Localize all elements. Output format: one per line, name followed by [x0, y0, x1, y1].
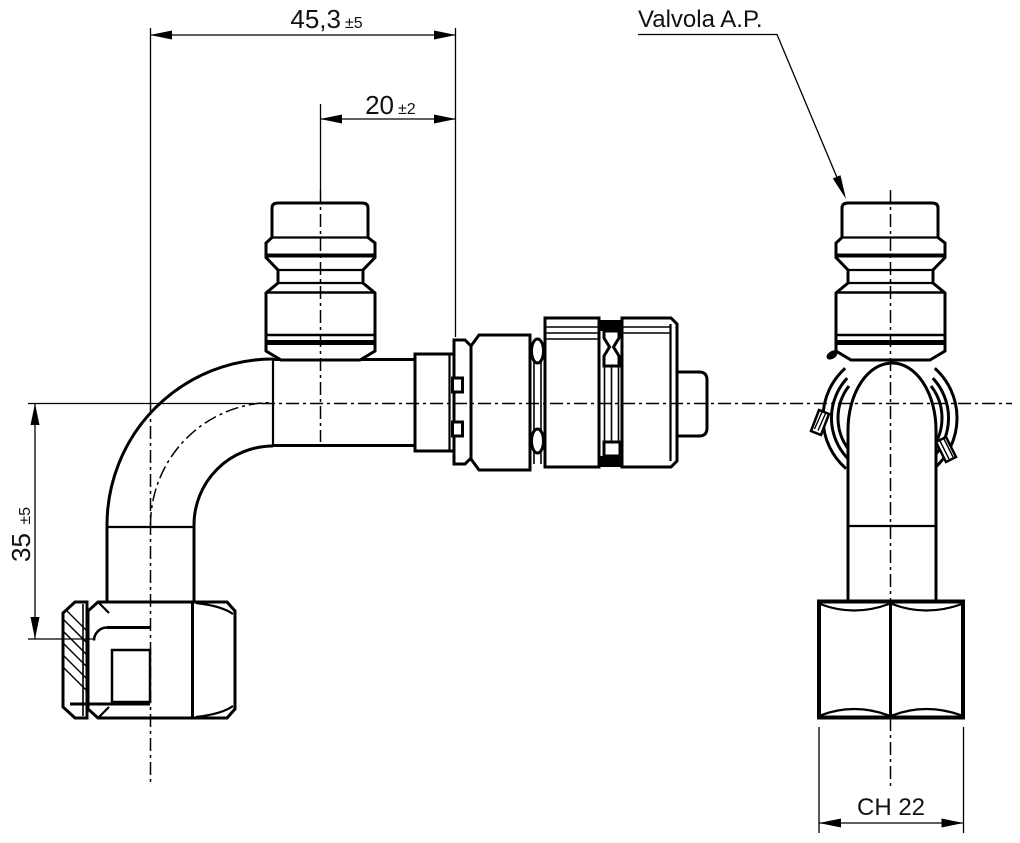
dim-arrow-left — [320, 114, 342, 124]
seal-pocket — [110, 648, 152, 704]
valve-core — [602, 329, 621, 368]
dim-arrow-left — [150, 30, 172, 40]
seal-washer — [61, 600, 89, 720]
dim-valve-offset-value: 20 — [365, 90, 394, 120]
collar — [452, 338, 473, 466]
valve-callout: Valvola A.P. — [638, 6, 846, 199]
ferrule-block — [543, 316, 601, 469]
bent-tube-silhouette — [846, 361, 938, 601]
dim-wrench-size: CH 22 — [857, 794, 925, 821]
end-nipple — [675, 370, 709, 438]
dim-arrow-left — [819, 818, 841, 828]
valve-callout-label: Valvola A.P. — [638, 6, 763, 33]
left-view — [61, 203, 709, 720]
o-ring — [530, 337, 545, 365]
dimension-valve-offset: 20 ±2 — [319, 90, 456, 190]
o-ring — [530, 427, 545, 455]
leader-arrowhead — [832, 175, 846, 199]
crimp-tab — [809, 408, 831, 437]
dim-overall-length-value: 45,3 — [290, 4, 341, 34]
dim-arrow-bottom — [30, 617, 40, 639]
dimension-overall-length: 45,3 ±5 — [149, 4, 457, 402]
dim-arrow-right — [434, 30, 456, 40]
dim-elbow-height-label: 35 ±5 — [6, 507, 36, 562]
centerlines — [149, 190, 1012, 788]
crimp-tab — [934, 435, 958, 464]
nut-body — [86, 600, 237, 720]
hex-nut-left — [61, 600, 237, 720]
dim-arrow-right — [941, 818, 964, 828]
tube-stub — [413, 352, 456, 453]
dim-arrow-right — [434, 114, 456, 124]
dim-arrow-top — [30, 403, 40, 425]
dimension-elbow-height: 35 ±5 — [6, 402, 262, 640]
ferrule-block — [620, 316, 679, 469]
dimension-hex-size: CH 22 — [818, 727, 965, 833]
hose-fitting — [413, 316, 709, 472]
dim-overall-length-tolerance: ±5 — [345, 15, 363, 32]
right-view — [809, 203, 965, 720]
fitting-body — [469, 333, 532, 472]
crimp-mark — [826, 350, 838, 360]
dim-valve-offset-tolerance: ±2 — [398, 101, 416, 118]
elbow-tube — [105, 357, 416, 628]
